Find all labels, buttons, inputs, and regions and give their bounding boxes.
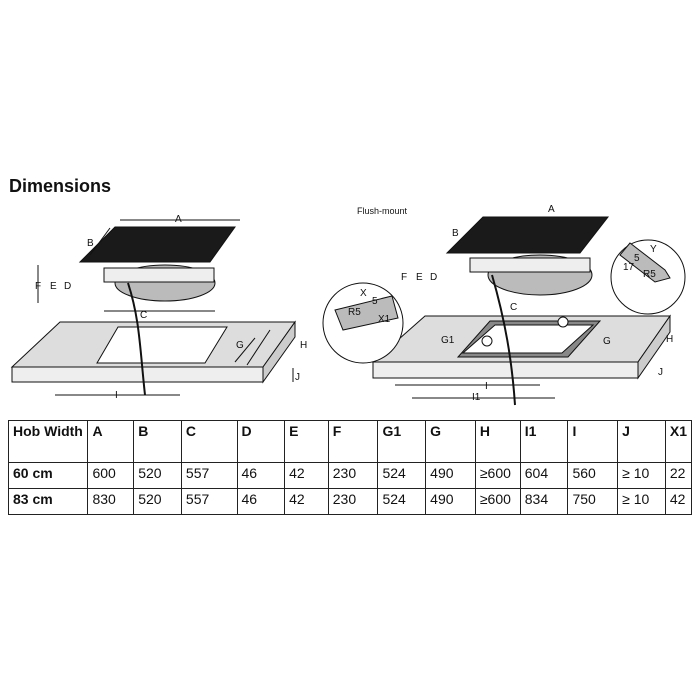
header-cell: C (180, 420, 238, 463)
header-cell: D (236, 420, 286, 463)
label-C: C (140, 310, 147, 321)
hob-base (469, 257, 591, 273)
cell: 520 (133, 488, 182, 515)
cell: 520 (133, 462, 182, 489)
table-header-row: Hob Width A B C D E F G1 G H I1 I J X1 (7, 420, 693, 463)
hob-base (103, 267, 215, 283)
cutout (96, 326, 228, 364)
countertop-front (372, 361, 639, 379)
right-diagram (322, 216, 686, 406)
cell: 830 (87, 488, 135, 515)
cell: 557 (180, 462, 238, 489)
header-cell: G (425, 420, 476, 463)
cell: 42 (664, 488, 693, 515)
cell: ≥600 (474, 462, 521, 489)
cell: 834 (519, 488, 569, 515)
header-cell: H (474, 420, 521, 463)
table-row: 83 cm 830 520 557 46 42 230 524 490 ≥600… (7, 488, 693, 515)
label-G1: G1 (441, 335, 455, 346)
label-17: 17 (623, 262, 635, 273)
label-I: I (115, 390, 118, 401)
label-F: F (35, 281, 41, 292)
dimensions-table: Hob Width A B C D E F G1 G H I1 I J X1 6… (7, 420, 693, 515)
label-C: C (510, 302, 517, 313)
header-cell: B (133, 420, 182, 463)
cell: 490 (425, 462, 476, 489)
header-cell: J (617, 420, 666, 463)
label-X: X (360, 288, 367, 299)
cell: 83 cm (7, 488, 89, 515)
label-B: B (452, 228, 459, 239)
cell: ≥600 (474, 488, 521, 515)
cell: 604 (519, 462, 569, 489)
left-diagram (10, 219, 296, 396)
label-H: H (666, 334, 673, 345)
cell: 557 (180, 488, 238, 515)
countertop-side (262, 320, 296, 384)
label-I1: I1 (472, 392, 481, 403)
label-X1: X1 (378, 314, 391, 325)
header-cell: A (87, 420, 135, 463)
header-cell: E (284, 420, 329, 463)
dimension-diagrams: A B C D E F G H I J A B C D E F G G1 (10, 204, 686, 406)
header-cell: X1 (664, 420, 693, 463)
label-5-x: 5 (372, 296, 378, 307)
header-cell: F (327, 420, 379, 463)
flush-mount-label: Flush-mount (357, 206, 408, 216)
cell: 560 (567, 462, 619, 489)
power-cable (127, 282, 146, 396)
cell: 46 (236, 488, 286, 515)
cell: 524 (377, 462, 427, 489)
page-title: Dimensions (9, 176, 112, 196)
countertop-side (637, 314, 671, 380)
cell: 750 (567, 488, 619, 515)
cell: 600 (87, 462, 135, 489)
power-cable (491, 274, 516, 406)
label-H: H (300, 340, 307, 351)
label-B: B (87, 238, 94, 249)
header-cell: Hob Width (7, 420, 89, 463)
cell: 42 (284, 462, 329, 489)
cell: 42 (284, 488, 329, 515)
cell: 230 (327, 462, 379, 489)
header-cell: I (567, 420, 619, 463)
label-R5-x: R5 (348, 307, 361, 318)
hob-glass (445, 216, 610, 254)
label-I: I (485, 381, 488, 392)
hob-glass (78, 226, 236, 263)
label-R5-y: R5 (643, 269, 656, 280)
cell: ≥ 10 (617, 488, 666, 515)
label-E: E (416, 272, 423, 283)
cell: 22 (664, 462, 693, 489)
label-F: F (401, 272, 407, 283)
label-D: D (430, 272, 437, 283)
cell: 60 cm (7, 462, 89, 489)
table-row: 60 cm 600 520 557 46 42 230 524 490 ≥600… (7, 462, 693, 489)
label-A: A (175, 214, 182, 225)
cell: 524 (377, 488, 427, 515)
label-E: E (50, 281, 57, 292)
label-G: G (236, 340, 244, 351)
label-G: G (603, 336, 611, 347)
label-J: J (658, 367, 663, 378)
label-D: D (64, 281, 71, 292)
cell: 490 (425, 488, 476, 515)
cell: ≥ 10 (617, 462, 666, 489)
header-cell: I1 (519, 420, 569, 463)
label-Y: Y (650, 244, 657, 255)
countertop-front (11, 366, 264, 383)
label-5-y: 5 (634, 253, 640, 264)
cell: 46 (236, 462, 286, 489)
cell: 230 (327, 488, 379, 515)
header-cell: G1 (377, 420, 427, 463)
label-A: A (548, 204, 555, 215)
label-J: J (295, 372, 300, 383)
